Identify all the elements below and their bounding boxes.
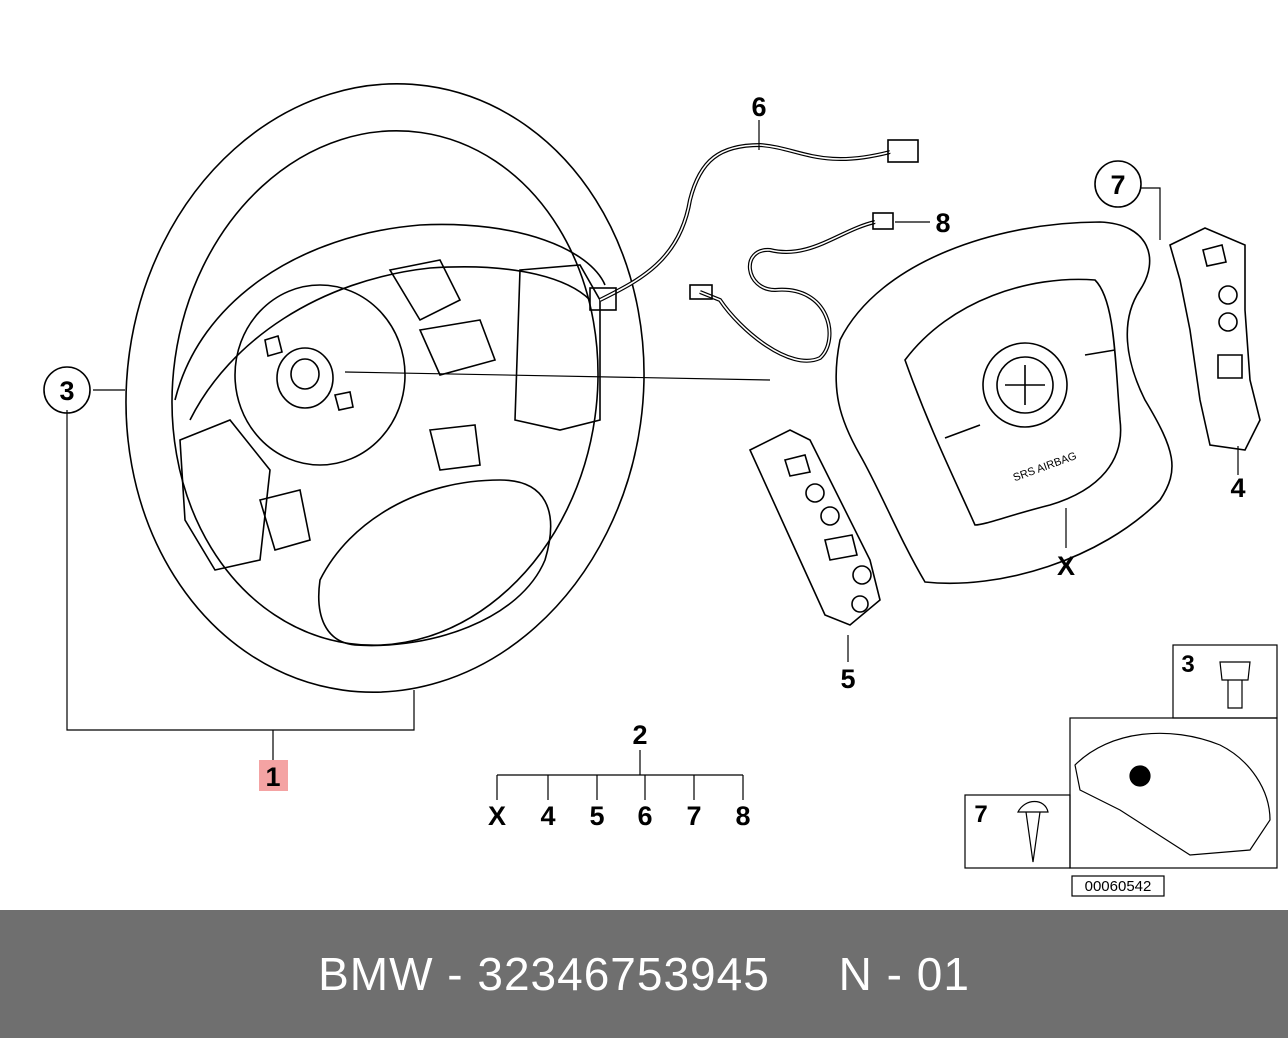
callout-7-circle (1094, 160, 1142, 208)
callout-3-circle (43, 366, 91, 414)
callout-3-label: 3 (59, 376, 74, 406)
wire-harness-8 (689, 212, 894, 363)
wire-harness-6 (589, 139, 919, 311)
parts-diagram: 1 3 6 8 7 4 X 5 2 X 4 5 6 7 8 3 7 SRS AI… (43, 83, 1278, 897)
callout-6-label: 6 (751, 92, 766, 122)
callout-x-label: X (1057, 551, 1075, 581)
steering-wheel (125, 83, 645, 693)
switch-4 (1169, 227, 1261, 451)
callout-5-label: 5 (840, 664, 855, 694)
callout-1-label: 1 (265, 762, 280, 792)
callout-4-label: 4 (1230, 473, 1245, 503)
callout-7-label: 7 (1110, 170, 1125, 200)
group-2-label: 2 (632, 720, 647, 750)
switch-5 (748, 429, 881, 626)
group-2-member: 4 (540, 801, 555, 831)
group-2-member: 7 (686, 801, 701, 831)
airbag-module (835, 221, 1173, 585)
image-code: 00060542 (1085, 878, 1152, 895)
leader-lines (66, 120, 1239, 800)
group-2-member: 5 (589, 801, 604, 831)
footer-bar: BMW - 32346753945 N - 01 (0, 910, 1288, 1038)
group-2-member: 6 (637, 801, 652, 831)
airbag-text: SRS AIRBAG (1012, 450, 1079, 484)
callout-1-highlight (259, 760, 288, 791)
footer-part-info: BMW - 32346753945 N - 01 (318, 948, 970, 1000)
group-2-member: X (488, 801, 506, 831)
inset-screw-7-label: 7 (974, 801, 987, 828)
inset-screw-3-label: 3 (1181, 651, 1194, 678)
inset-panels (964, 644, 1278, 897)
callout-8-label: 8 (935, 208, 950, 238)
group-2-member: 8 (735, 801, 750, 831)
